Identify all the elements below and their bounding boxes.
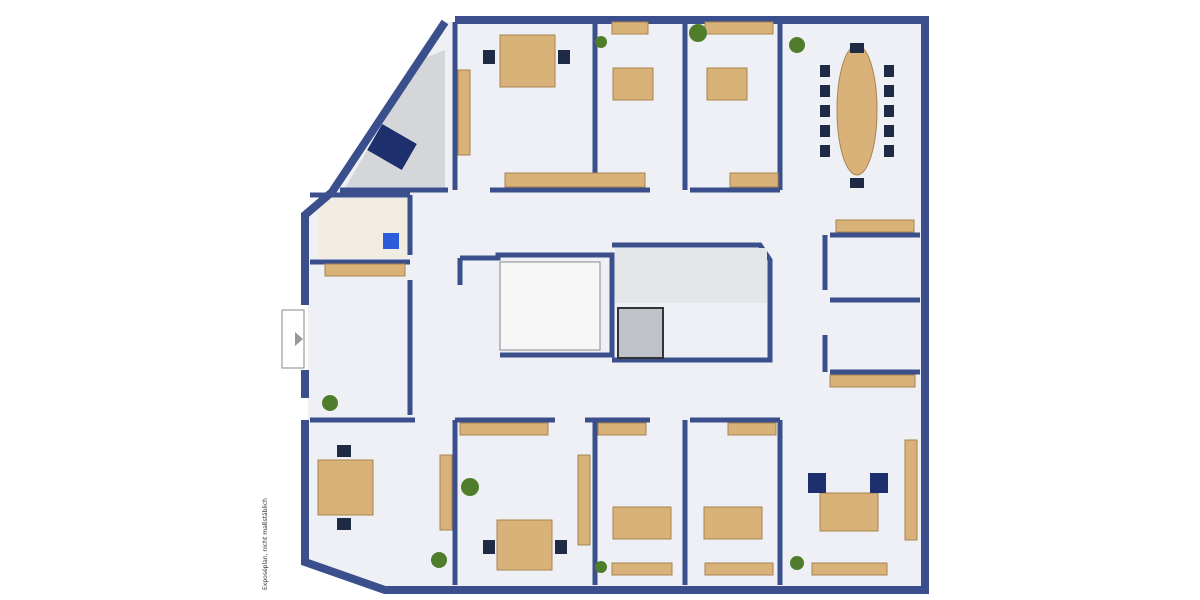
outer-walls [301,16,929,594]
restrooms [615,248,767,303]
entrance-door [281,309,305,369]
desks [317,21,918,576]
staircase [499,261,601,351]
kitchen [345,50,445,188]
chairs [337,43,894,554]
floor-area [308,22,922,587]
inner-walls [310,22,920,585]
plan-caption: Exposéplan, nicht maßstäblich [262,498,269,590]
plants [322,24,805,573]
elevator [617,307,664,359]
blue-box [383,233,399,249]
